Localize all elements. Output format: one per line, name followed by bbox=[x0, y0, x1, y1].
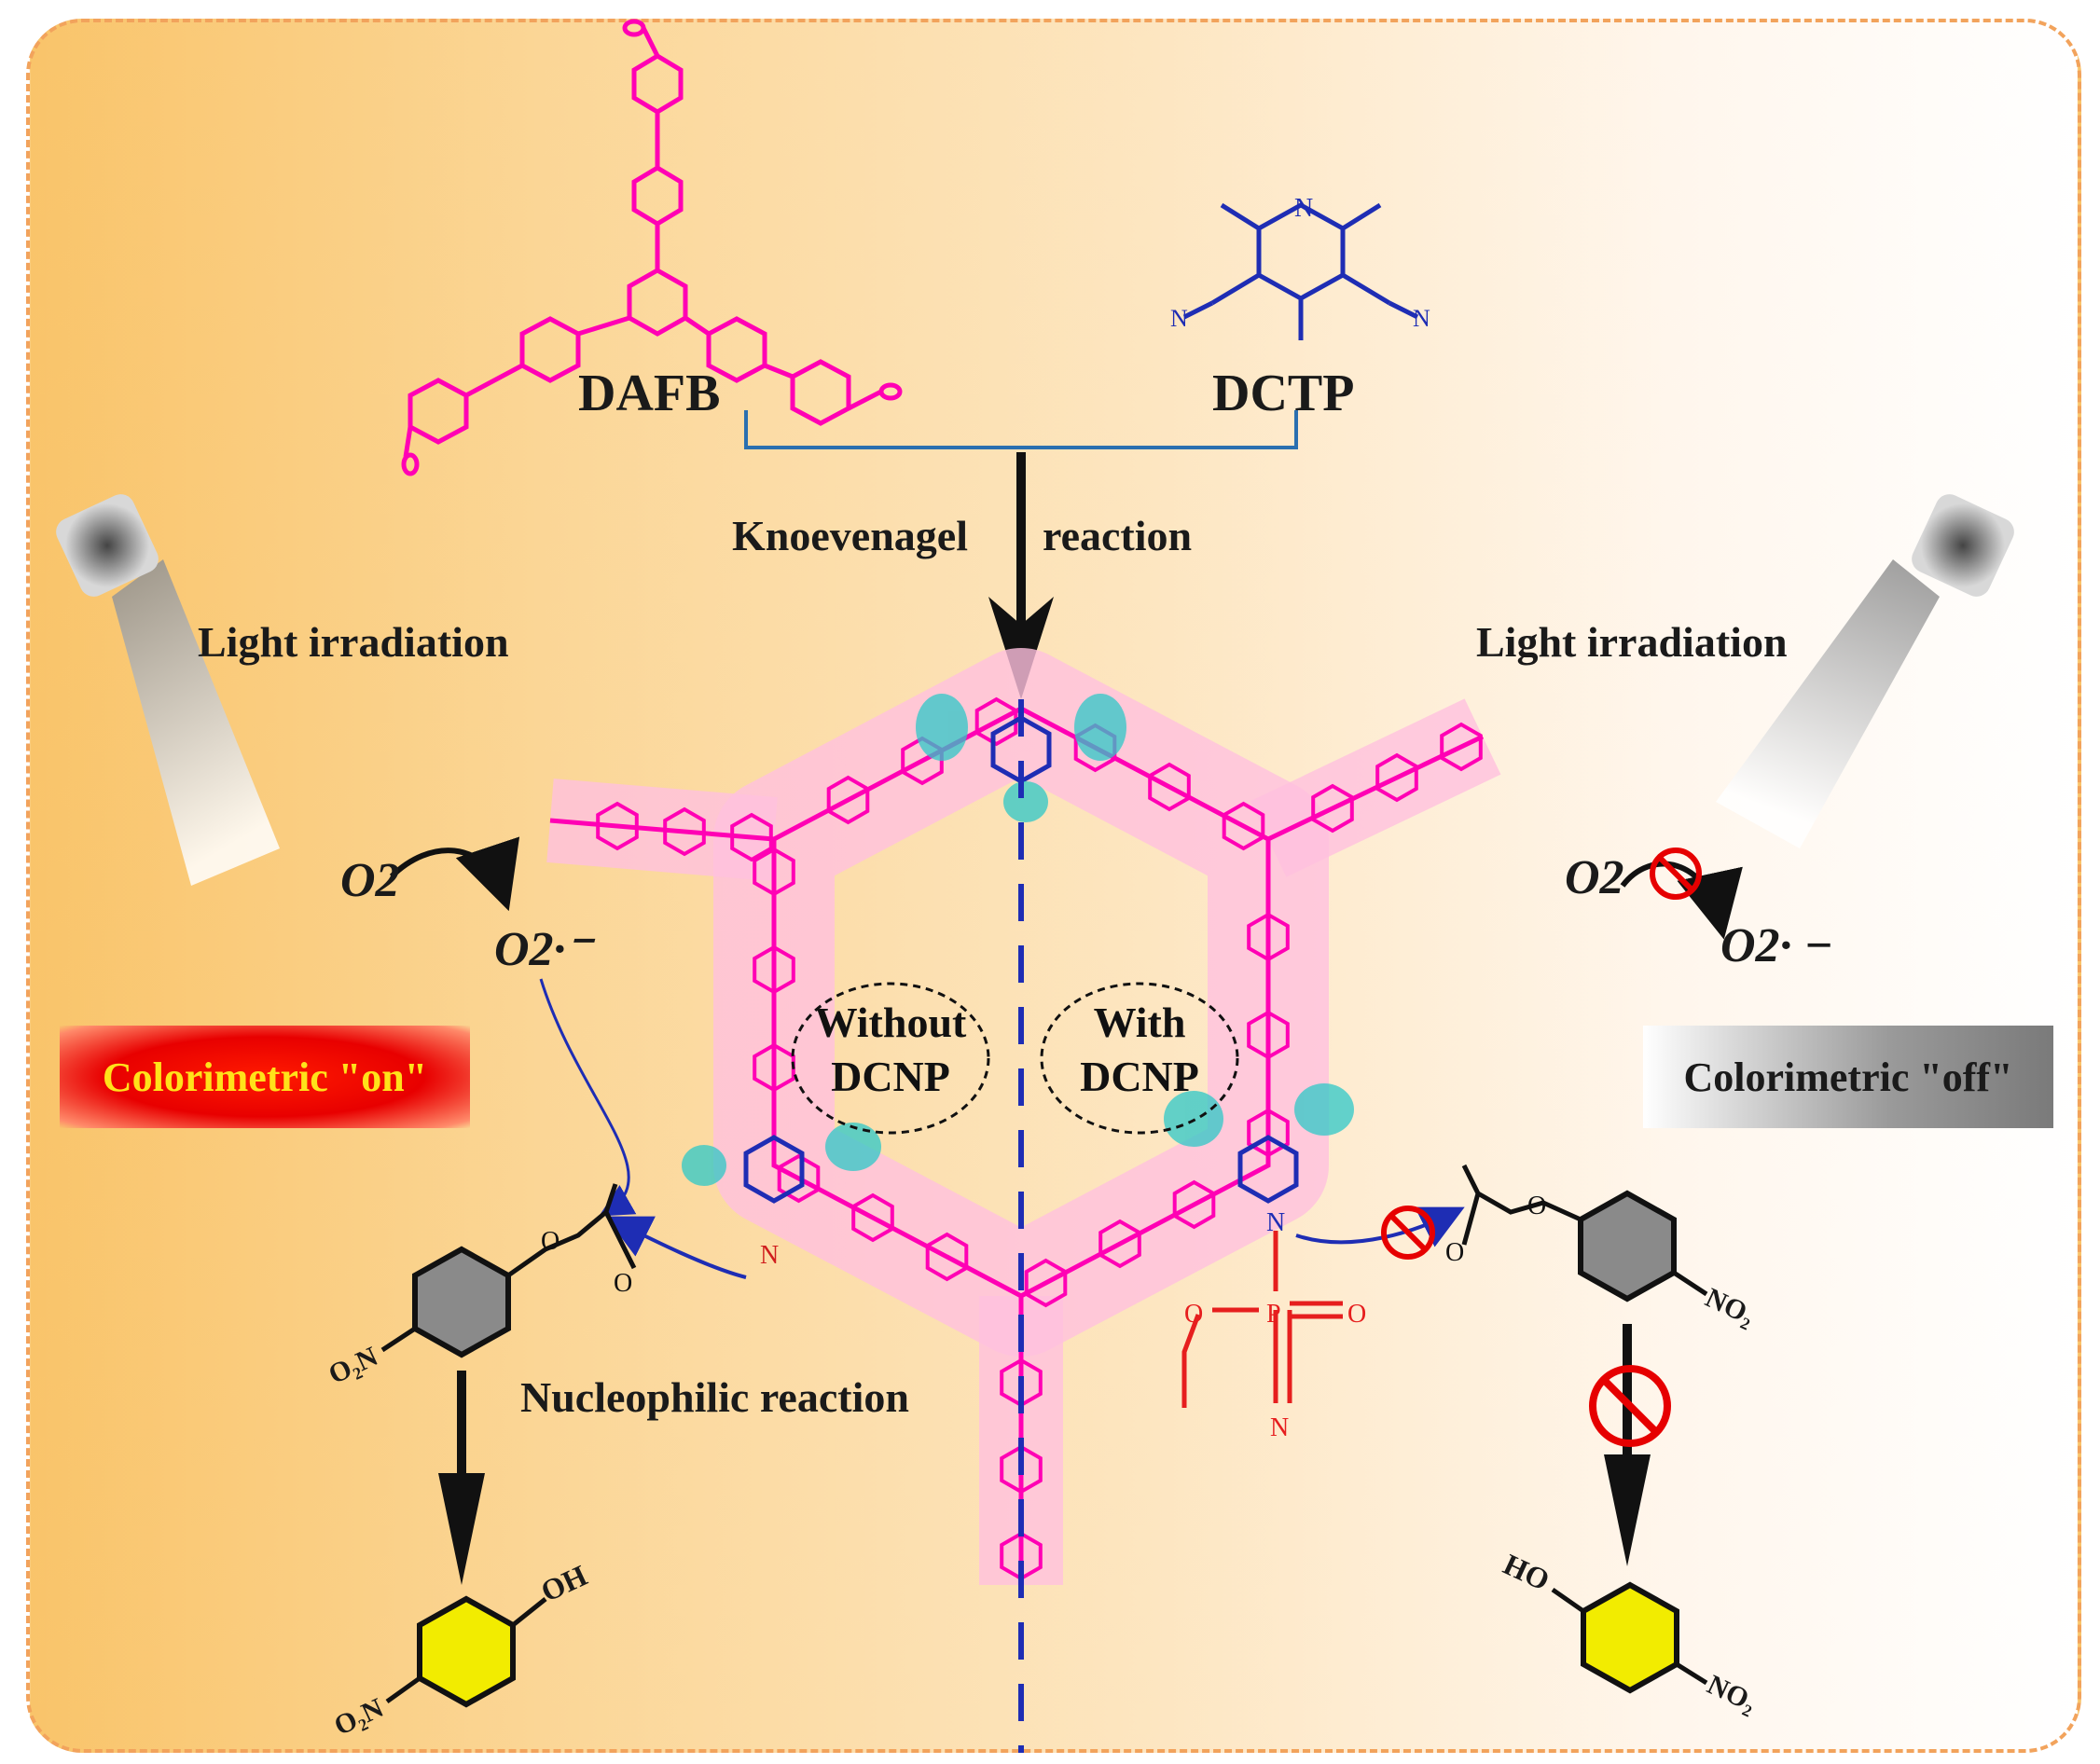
without-line1: Without bbox=[814, 999, 967, 1046]
phenyl-ring bbox=[1172, 1179, 1216, 1230]
superoxide-left: O2·⁻ bbox=[494, 923, 591, 976]
cof-n-right: N bbox=[1266, 1208, 1285, 1237]
substrate-right bbox=[1461, 1164, 1708, 1566]
o2-arrow-right bbox=[1620, 861, 1743, 940]
forbidden-icon-nucleophile bbox=[1381, 1206, 1435, 1260]
phenyl-ring bbox=[777, 1153, 821, 1204]
light-irradiation-right: Light irradiation bbox=[1476, 618, 1788, 666]
phenyl-ring bbox=[1440, 722, 1483, 772]
dcnp-molecule bbox=[1181, 1231, 1343, 1408]
dcnp-o-ether: O bbox=[1184, 1300, 1203, 1329]
dctp-cn-left: N bbox=[1170, 305, 1188, 332]
phenyl-ring bbox=[596, 801, 639, 851]
phenyl-ring bbox=[1000, 1444, 1043, 1495]
forbidden-icon-o2 bbox=[1650, 848, 1702, 900]
reactant-bracket bbox=[744, 410, 1298, 449]
dctp-cn-right: N bbox=[1413, 305, 1430, 332]
phenyl-ring bbox=[753, 1042, 795, 1093]
phenyl-ring bbox=[925, 1232, 969, 1282]
phenyl-ring bbox=[826, 775, 870, 825]
cof-n-left: N bbox=[760, 1241, 779, 1270]
phenyl-ring bbox=[730, 812, 773, 862]
phenyl-ring bbox=[1098, 1219, 1141, 1269]
ester-o-left: O bbox=[541, 1227, 560, 1256]
ester-o-right: O bbox=[1527, 1192, 1546, 1220]
reaction-label: reaction bbox=[1043, 512, 1193, 559]
phenyl-ring bbox=[753, 944, 795, 995]
cof-framework bbox=[546, 648, 1501, 1585]
phenyl-ring bbox=[753, 847, 795, 897]
o2-left: O2 bbox=[340, 854, 400, 907]
lamp-right bbox=[1716, 494, 2014, 848]
phenyl-ring bbox=[1024, 1258, 1068, 1308]
phenyl-ring bbox=[851, 1192, 894, 1243]
dafb-molecule bbox=[401, 19, 903, 476]
knoevenagel-arrow-head bbox=[988, 597, 1054, 699]
dafb-label: DAFB bbox=[578, 365, 721, 422]
with-line1: With bbox=[1093, 999, 1186, 1046]
dcnp-o-double: O bbox=[1347, 1300, 1366, 1329]
without-dcnp-label: Without DCNP bbox=[797, 996, 984, 1104]
cyan-highlights bbox=[682, 694, 1354, 1186]
o2-arrow-left bbox=[389, 836, 520, 912]
oval-without bbox=[791, 982, 990, 1135]
phenyl-ring bbox=[1148, 762, 1191, 812]
dctp-molecule bbox=[1182, 202, 1419, 340]
phenyl-ring bbox=[974, 696, 1018, 747]
nucleophilic-reaction-label: Nucleophilic reaction bbox=[520, 1373, 909, 1421]
dctp-label: DCTP bbox=[1212, 365, 1355, 422]
with-line2: DCNP bbox=[1080, 1053, 1199, 1100]
carbonyl-o-right: O bbox=[1445, 1238, 1464, 1267]
knoevenagel-label: Knoevenagel bbox=[732, 512, 968, 559]
phenyl-ring bbox=[1222, 801, 1265, 851]
with-dcnp-label: With DCNP bbox=[1046, 996, 1233, 1104]
lamp-left bbox=[56, 494, 280, 886]
superoxide-right: O2· − bbox=[1720, 919, 1834, 972]
phenyl-ring bbox=[663, 806, 706, 857]
light-irradiation-left: Light irradiation bbox=[198, 618, 509, 666]
superoxide-attack-arrow bbox=[539, 978, 637, 1217]
substrate-left bbox=[380, 1183, 637, 1585]
carbonyl-o-left: O bbox=[614, 1269, 632, 1298]
colorimetric-off-badge: Colorimetric "off" bbox=[1643, 1026, 2053, 1128]
colorimetric-on-badge: Colorimetric "on" bbox=[60, 1026, 470, 1128]
phenyl-ring bbox=[1375, 752, 1418, 803]
product-right bbox=[1551, 1581, 1708, 1694]
phenyl-ring bbox=[1311, 783, 1354, 834]
dcnp-p-atom: P bbox=[1266, 1300, 1281, 1329]
dctp-n-atom: N bbox=[1294, 194, 1313, 223]
forbidden-icon-hydrolysis bbox=[1589, 1365, 1671, 1447]
phenyl-ring bbox=[1247, 1010, 1290, 1060]
phenyl-ring bbox=[1247, 912, 1290, 962]
product-left bbox=[385, 1595, 547, 1708]
o2-right: O2 bbox=[1565, 851, 1624, 904]
nucleophile-arrow-left bbox=[605, 1216, 747, 1279]
dcnp-n-atom: N bbox=[1270, 1413, 1289, 1442]
without-line2: DCNP bbox=[831, 1053, 950, 1100]
oval-with bbox=[1040, 982, 1239, 1135]
phenyl-ring bbox=[1247, 1108, 1290, 1158]
